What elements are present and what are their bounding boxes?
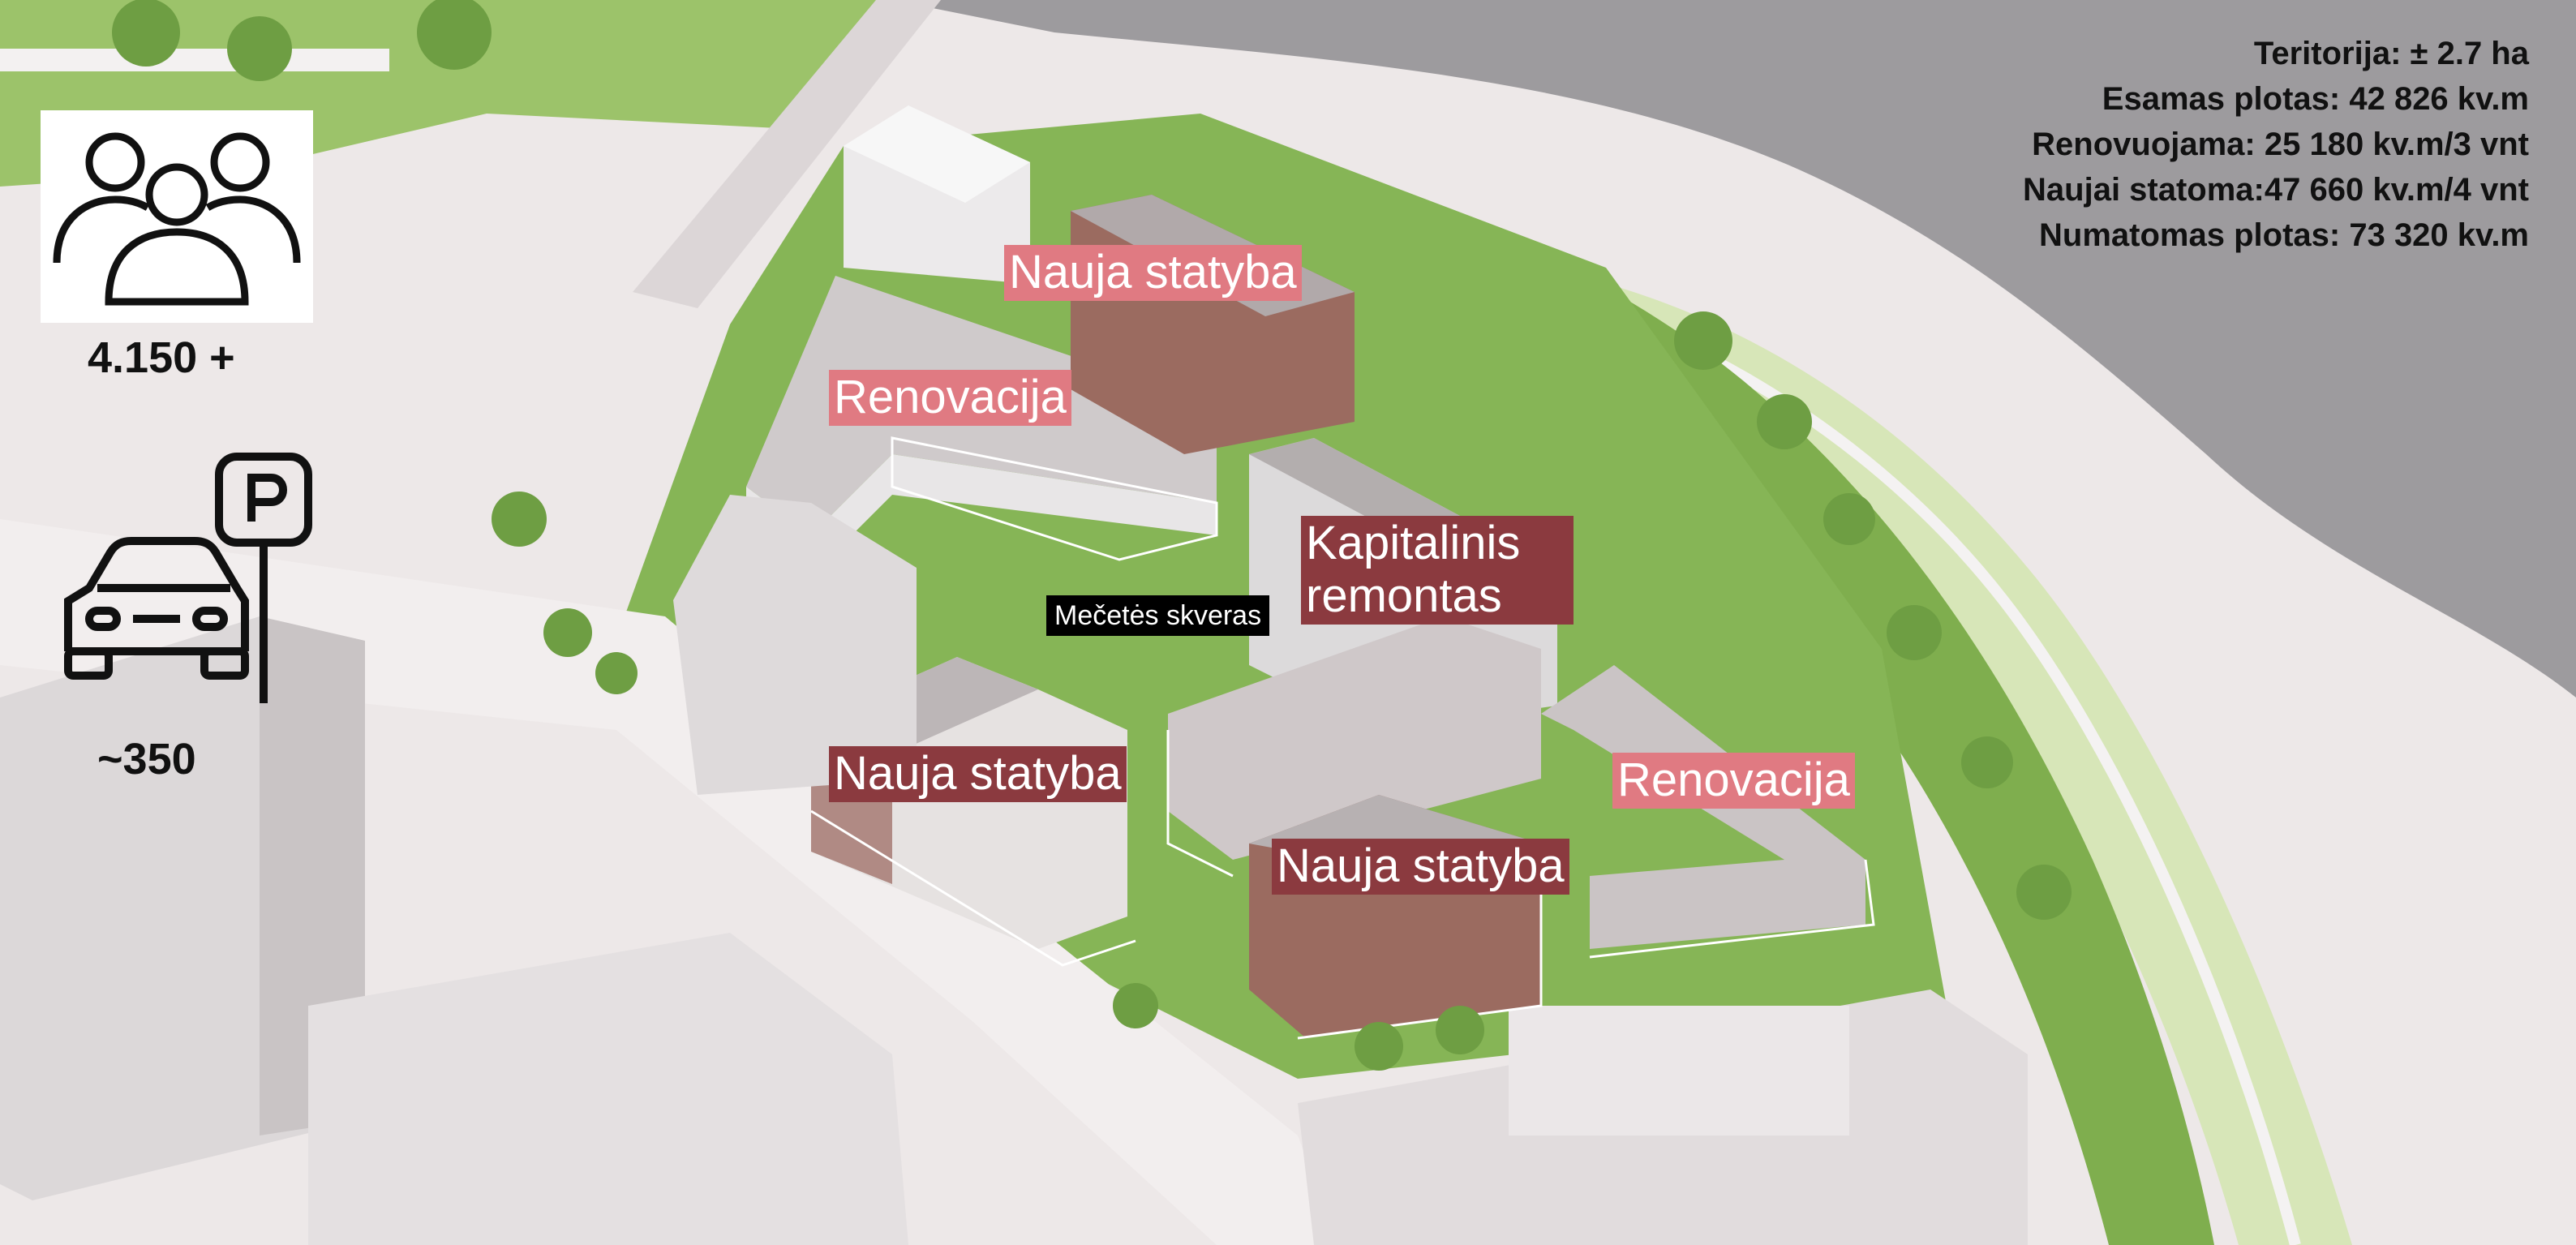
label-meceties-skveras: Mečetės skveras (1046, 595, 1270, 637)
parking-count: ~350 (97, 735, 196, 783)
label-nauja-statyba-bottom: Nauja statyba (1272, 839, 1569, 895)
label-kapitalinis-remontas: Kapitalinis remontas (1301, 516, 1574, 625)
label-kapitalinis-line2: remontas (1306, 569, 1502, 622)
stat-planned-area: Numatomas plotas: 73 320 kv.m (2039, 217, 2529, 253)
river (892, 0, 2576, 698)
stat-existing-area: Esamas plotas: 42 826 kv.m (2102, 81, 2529, 117)
label-renovacija-right: Renovacija (1612, 753, 1855, 809)
site-stats: Teritorija: ± 2.7 ha Esamas plotas: 42 8… (2023, 31, 2529, 258)
stat-new-build: Naujai statoma:47 660 kv.m/4 vnt (2023, 172, 2529, 208)
car-parking-icon (57, 450, 324, 710)
buildings-left-cluster (673, 495, 917, 795)
stat-territory: Teritorija: ± 2.7 ha (2253, 36, 2529, 71)
label-nauja-statyba-top: Nauja statyba (1004, 245, 1302, 301)
label-kapitalinis-line1: Kapitalinis (1306, 517, 1521, 569)
people-count: 4.150 + (88, 333, 235, 382)
label-nauja-statyba-left: Nauja statyba (829, 746, 1127, 802)
people-group-icon (41, 110, 313, 323)
stat-renovated: Renovuojama: 25 180 kv.m/3 vnt (2032, 127, 2529, 162)
label-renovacija-left: Renovacija (829, 370, 1071, 426)
building-bar-center (1168, 616, 1541, 860)
buildings-bottom-left (308, 933, 908, 1245)
